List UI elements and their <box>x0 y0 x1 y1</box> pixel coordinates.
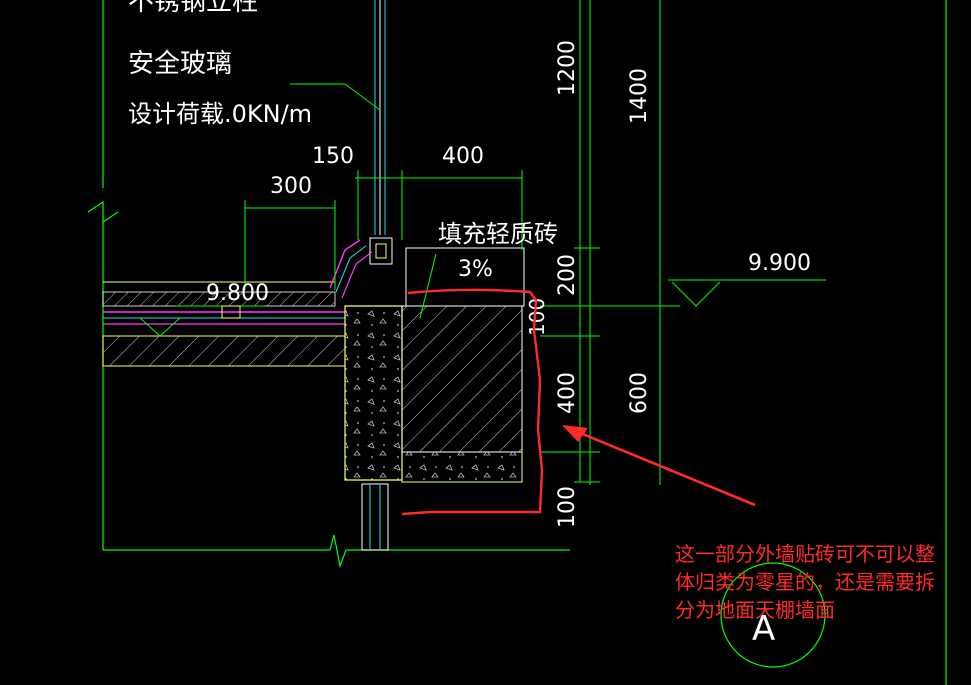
elevation-marker-floor <box>139 305 265 337</box>
red-markup <box>401 288 756 516</box>
dim-150: 150 <box>312 144 354 169</box>
detail-marker-letter: A <box>752 609 775 649</box>
dim-400-top: 400 <box>442 144 484 169</box>
dim-1400: 1400 <box>627 68 652 124</box>
annotation-line-3: 分为地面天棚墙面 <box>675 598 835 622</box>
dimension-lines <box>244 0 680 483</box>
label-glass: 安全玻璃 <box>128 49 232 79</box>
elevation-parapet: 9.900 <box>748 251 811 276</box>
label-load: 设计荷载.0KN/m <box>128 100 312 128</box>
glass-railing-post <box>369 0 393 265</box>
dim-1200: 1200 <box>555 40 580 96</box>
annotation-line-2: 体归类为零星的，还是需要拆 <box>675 570 935 594</box>
elevation-floor: 9.800 <box>206 281 269 306</box>
concrete-beam <box>344 305 523 483</box>
detail-marker: A <box>720 562 826 668</box>
dim-100-bottom: 100 <box>555 486 580 528</box>
dim-100-top: 100 <box>525 298 549 336</box>
label-top-cut: 不锈钢立柱 <box>128 0 258 17</box>
window-frame <box>361 483 389 551</box>
dim-200: 200 <box>555 254 580 296</box>
elevation-marker-parapet <box>668 279 826 307</box>
right-border-lines <box>589 0 947 685</box>
dim-600: 600 <box>627 372 652 414</box>
dim-300: 300 <box>270 174 312 199</box>
roof-slab <box>102 239 373 367</box>
glass-leader-diagonal <box>344 83 381 111</box>
label-infill: 填充轻质砖 <box>438 220 558 248</box>
annotation-line-1: 这一部分外墙贴砖可不可以整 <box>675 542 935 566</box>
dim-400-side: 400 <box>555 372 580 414</box>
infill-brick <box>401 247 525 453</box>
label-slope: 3% <box>458 257 493 282</box>
